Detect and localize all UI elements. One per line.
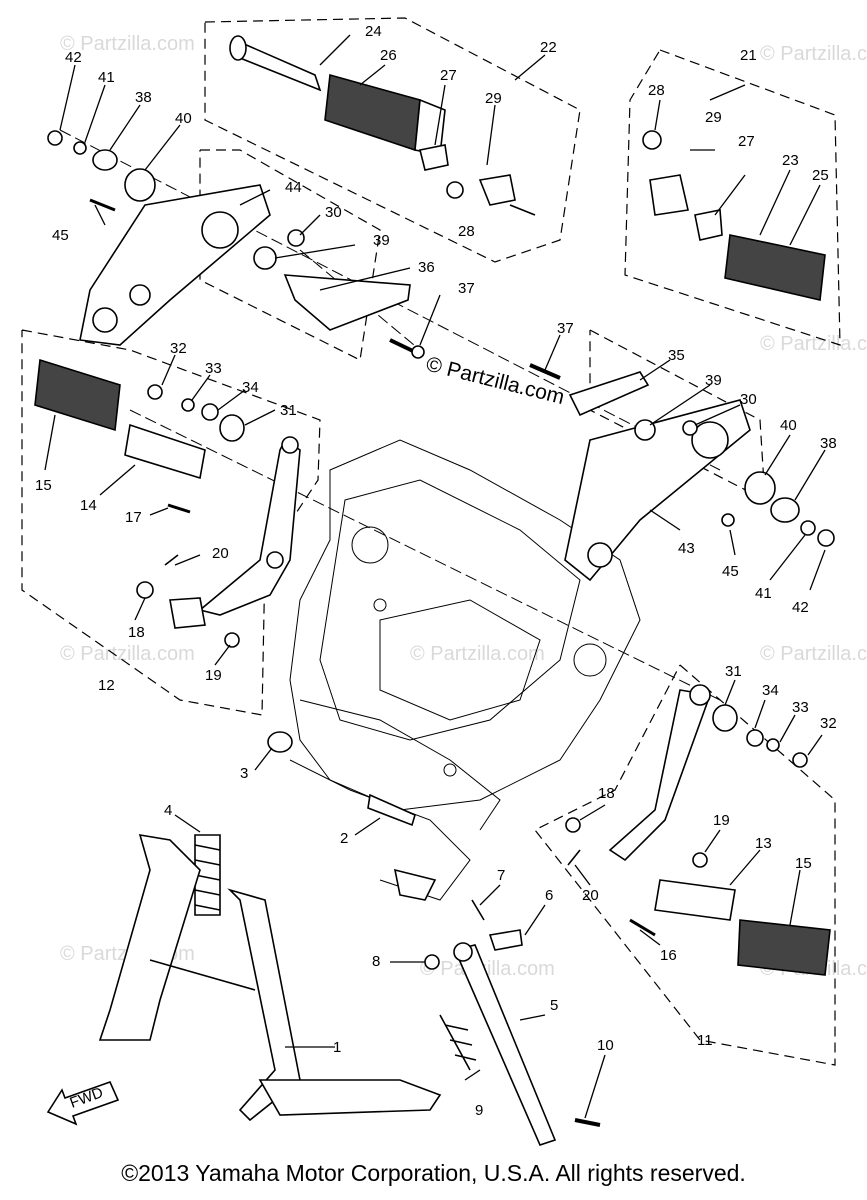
- callout-20-left: 20: [212, 545, 229, 562]
- watermark: © Partzilla.com: [760, 43, 867, 65]
- group-box-21: [624, 49, 841, 346]
- callout-7: 7: [497, 867, 505, 884]
- callout-27-top: 27: [440, 67, 457, 84]
- callout-14: 14: [80, 497, 97, 514]
- callout-30-right: 30: [740, 391, 757, 408]
- callout-40-left: 40: [175, 110, 192, 127]
- callout-2: 2: [340, 830, 348, 847]
- copyright-notice: ©2013 Yamaha Motor Corporation, U.S.A. A…: [121, 1160, 746, 1186]
- callout-34-right: 34: [762, 682, 779, 699]
- frame: [289, 439, 641, 901]
- callout-10: 10: [597, 1037, 614, 1054]
- callout-28-top: 28: [458, 223, 475, 240]
- callout-41-right: 41: [755, 585, 772, 602]
- callout-29-top: 29: [485, 90, 502, 107]
- callout-5: 5: [550, 997, 558, 1014]
- callout-22: 22: [540, 39, 557, 56]
- callout-15-left: 15: [35, 477, 52, 494]
- callout-39-left: 39: [373, 232, 390, 249]
- callout-44: 44: [285, 179, 302, 196]
- callout-42-right: 42: [792, 599, 809, 616]
- callout-8: 8: [372, 953, 380, 970]
- callout-19-right: 19: [713, 812, 730, 829]
- callout-33-left: 33: [205, 360, 222, 377]
- callout-24: 24: [365, 23, 382, 40]
- callout-32-right: 32: [820, 715, 837, 732]
- callout-12: 12: [98, 677, 115, 694]
- callout-28-right: 28: [648, 82, 665, 99]
- callout-31-left: 31: [280, 402, 297, 419]
- callout-35: 35: [668, 347, 685, 364]
- callout-33-right: 33: [792, 699, 809, 716]
- parts: [34, 35, 835, 1146]
- callout-18-right: 18: [598, 785, 615, 802]
- callout-32-left: 32: [170, 340, 187, 357]
- callout-45-left: 45: [52, 227, 69, 244]
- watermark: © Partzilla.com: [760, 333, 867, 355]
- callout-19-left: 19: [205, 667, 222, 684]
- callout-38-left: 38: [135, 89, 152, 106]
- callout-36: 36: [418, 259, 435, 276]
- callout-29-right: 29: [705, 109, 722, 126]
- leader-lines: [44, 34, 826, 1119]
- callout-30-left: 30: [325, 204, 342, 221]
- callout-4: 4: [164, 802, 172, 819]
- callout-17: 17: [125, 509, 142, 526]
- watermark: © Partzilla.com: [60, 33, 195, 55]
- callout-42-left: 42: [65, 49, 82, 66]
- callout-25: 25: [812, 167, 829, 184]
- callout-23: 23: [782, 152, 799, 169]
- callout-45-right: 45: [722, 563, 739, 580]
- callout-37-left: 37: [458, 280, 475, 297]
- callout-37-right: 37: [557, 320, 574, 337]
- watermark: © Partzilla.com: [410, 643, 545, 665]
- callout-9: 9: [475, 1102, 483, 1119]
- group-box-11: [534, 664, 836, 1066]
- callout-11: 11: [697, 1032, 713, 1049]
- callout-20-right: 20: [582, 887, 599, 904]
- group-box-22: [204, 17, 581, 263]
- callout-43: 43: [678, 540, 695, 557]
- watermark: © Partzilla.com: [760, 643, 867, 665]
- callout-26: 26: [380, 47, 397, 64]
- callout-31-right: 31: [725, 663, 742, 680]
- callout-6: 6: [545, 887, 553, 904]
- watermark: © Partzilla.com: [420, 958, 555, 980]
- callout-15-right: 15: [795, 855, 812, 872]
- callout-3: 3: [240, 765, 248, 782]
- faint-watermarks: © Partzilla.com © Partzilla.com © Partzi…: [60, 33, 867, 980]
- callout-41-left: 41: [98, 69, 115, 86]
- callout-39-right: 39: [705, 372, 722, 389]
- callout-34-left: 34: [242, 379, 259, 396]
- callout-27-right: 27: [738, 133, 755, 150]
- watermark: © Partzilla.com: [60, 643, 195, 665]
- watermark-main: © Partzilla.com: [424, 353, 567, 410]
- callout-18-left: 18: [128, 624, 145, 641]
- callout-1: 1: [333, 1039, 341, 1056]
- callout-38-right: 38: [820, 435, 837, 452]
- exploded-parts-diagram: © Partzilla.com © Partzilla.com © Partzi…: [21, 17, 867, 1146]
- callout-labels: 1 2 3 4 5 6 7 8 9 10 11 12 13 14 15 15 1…: [35, 23, 837, 1119]
- callout-21: 21: [740, 47, 757, 64]
- callout-16: 16: [660, 947, 677, 964]
- fwd-arrow: FWD: [46, 1080, 120, 1126]
- callout-40-right: 40: [780, 417, 797, 434]
- callout-13: 13: [755, 835, 772, 852]
